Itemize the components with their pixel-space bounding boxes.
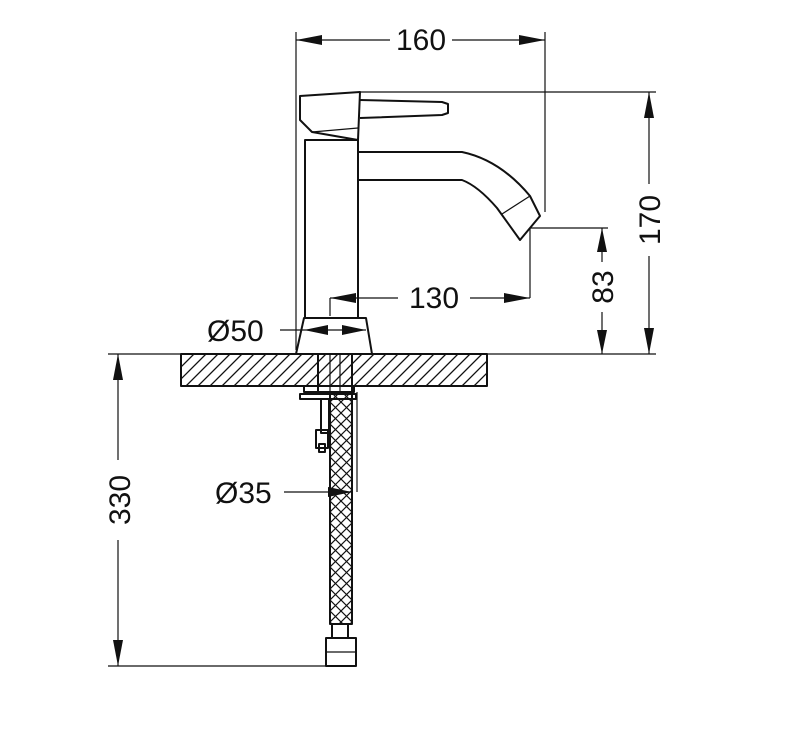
faucet-body	[295, 91, 541, 355]
dimension-hose-length: 330	[104, 353, 326, 667]
dim-label-130: 130	[409, 282, 459, 315]
dim-label-160: 160	[396, 24, 446, 57]
dim-label-d50: Ø50	[207, 315, 264, 348]
countertop-section	[180, 353, 488, 387]
dim-label-83: 83	[587, 270, 620, 303]
dimension-spout-reach: 130	[329, 228, 531, 316]
dimension-base-diameter: Ø50	[207, 315, 366, 348]
underside-fittings	[299, 353, 357, 667]
dimension-spout-height: 83	[530, 227, 620, 354]
dimension-shank-diameter: Ø35	[215, 392, 358, 510]
dim-label-330: 330	[104, 475, 137, 525]
dim-label-170: 170	[634, 195, 667, 245]
dim-label-d35: Ø35	[215, 477, 272, 510]
dimension-overall-width: 160	[295, 24, 546, 350]
dimension-overall-height: 170	[360, 91, 667, 355]
